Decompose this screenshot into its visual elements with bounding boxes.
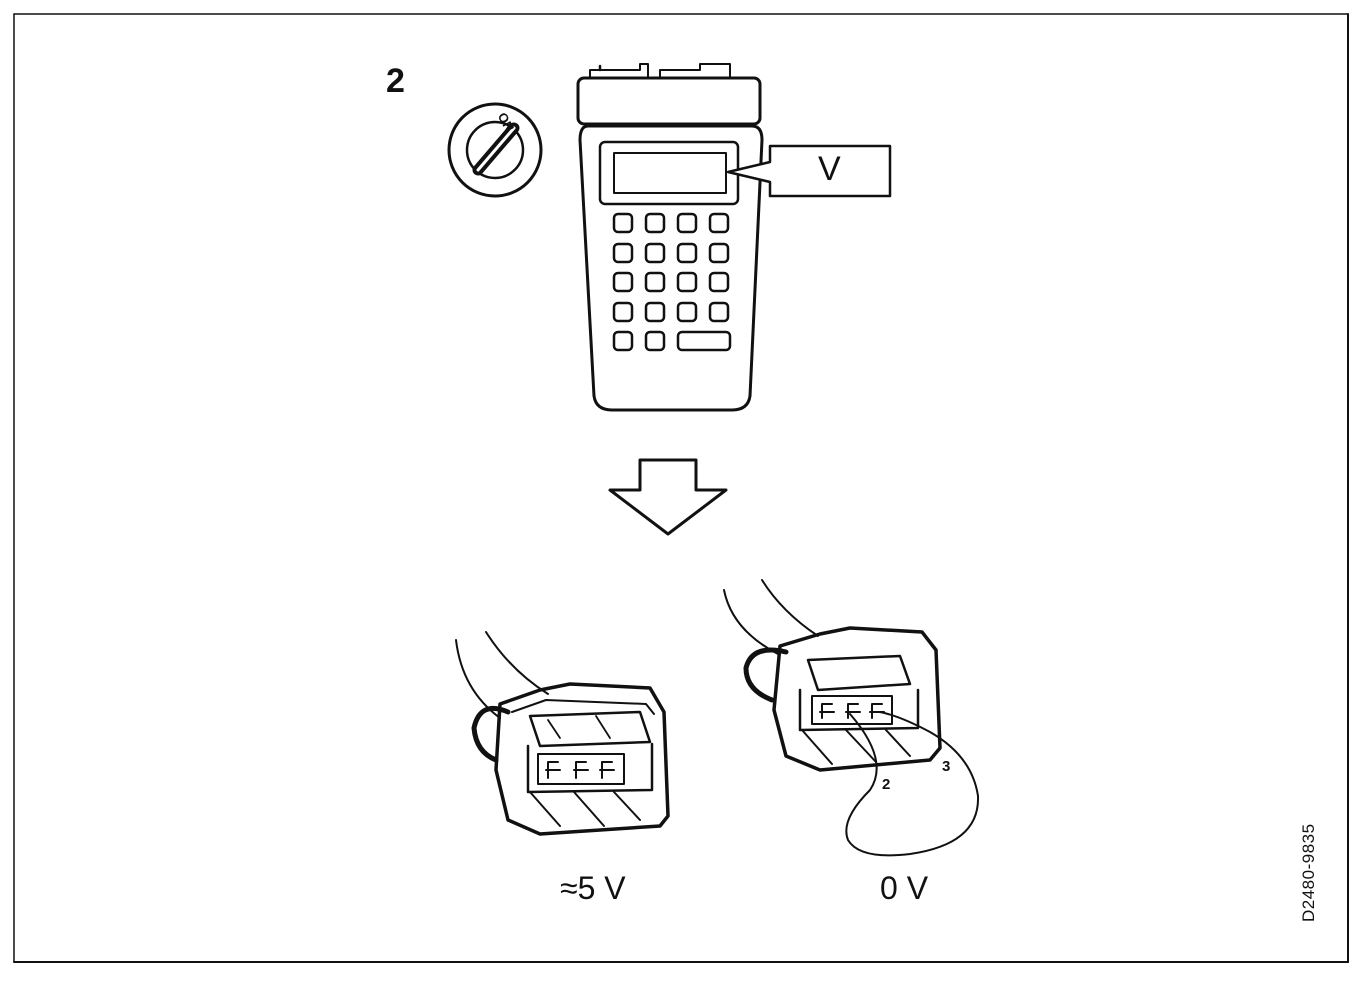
left-connector-icon — [455, 631, 670, 836]
display-callout — [726, 144, 892, 198]
figure-reference: D2480-9835 — [1299, 823, 1318, 922]
step-number: 2 — [386, 62, 405, 100]
display-callout-text: V — [818, 150, 841, 188]
jumper-pin-3-label: 3 — [942, 758, 951, 775]
right-connector-voltage: 0 V — [880, 870, 929, 906]
left-connector-voltage: ≈5 V — [560, 870, 626, 906]
jumper-pin-2-label: 2 — [882, 776, 891, 793]
ignition-key-icon — [447, 102, 543, 198]
diagnostic-tester-icon — [576, 63, 764, 412]
down-arrow-icon — [608, 458, 728, 536]
right-connector-icon — [723, 579, 980, 857]
tester-keypad — [612, 212, 732, 352]
